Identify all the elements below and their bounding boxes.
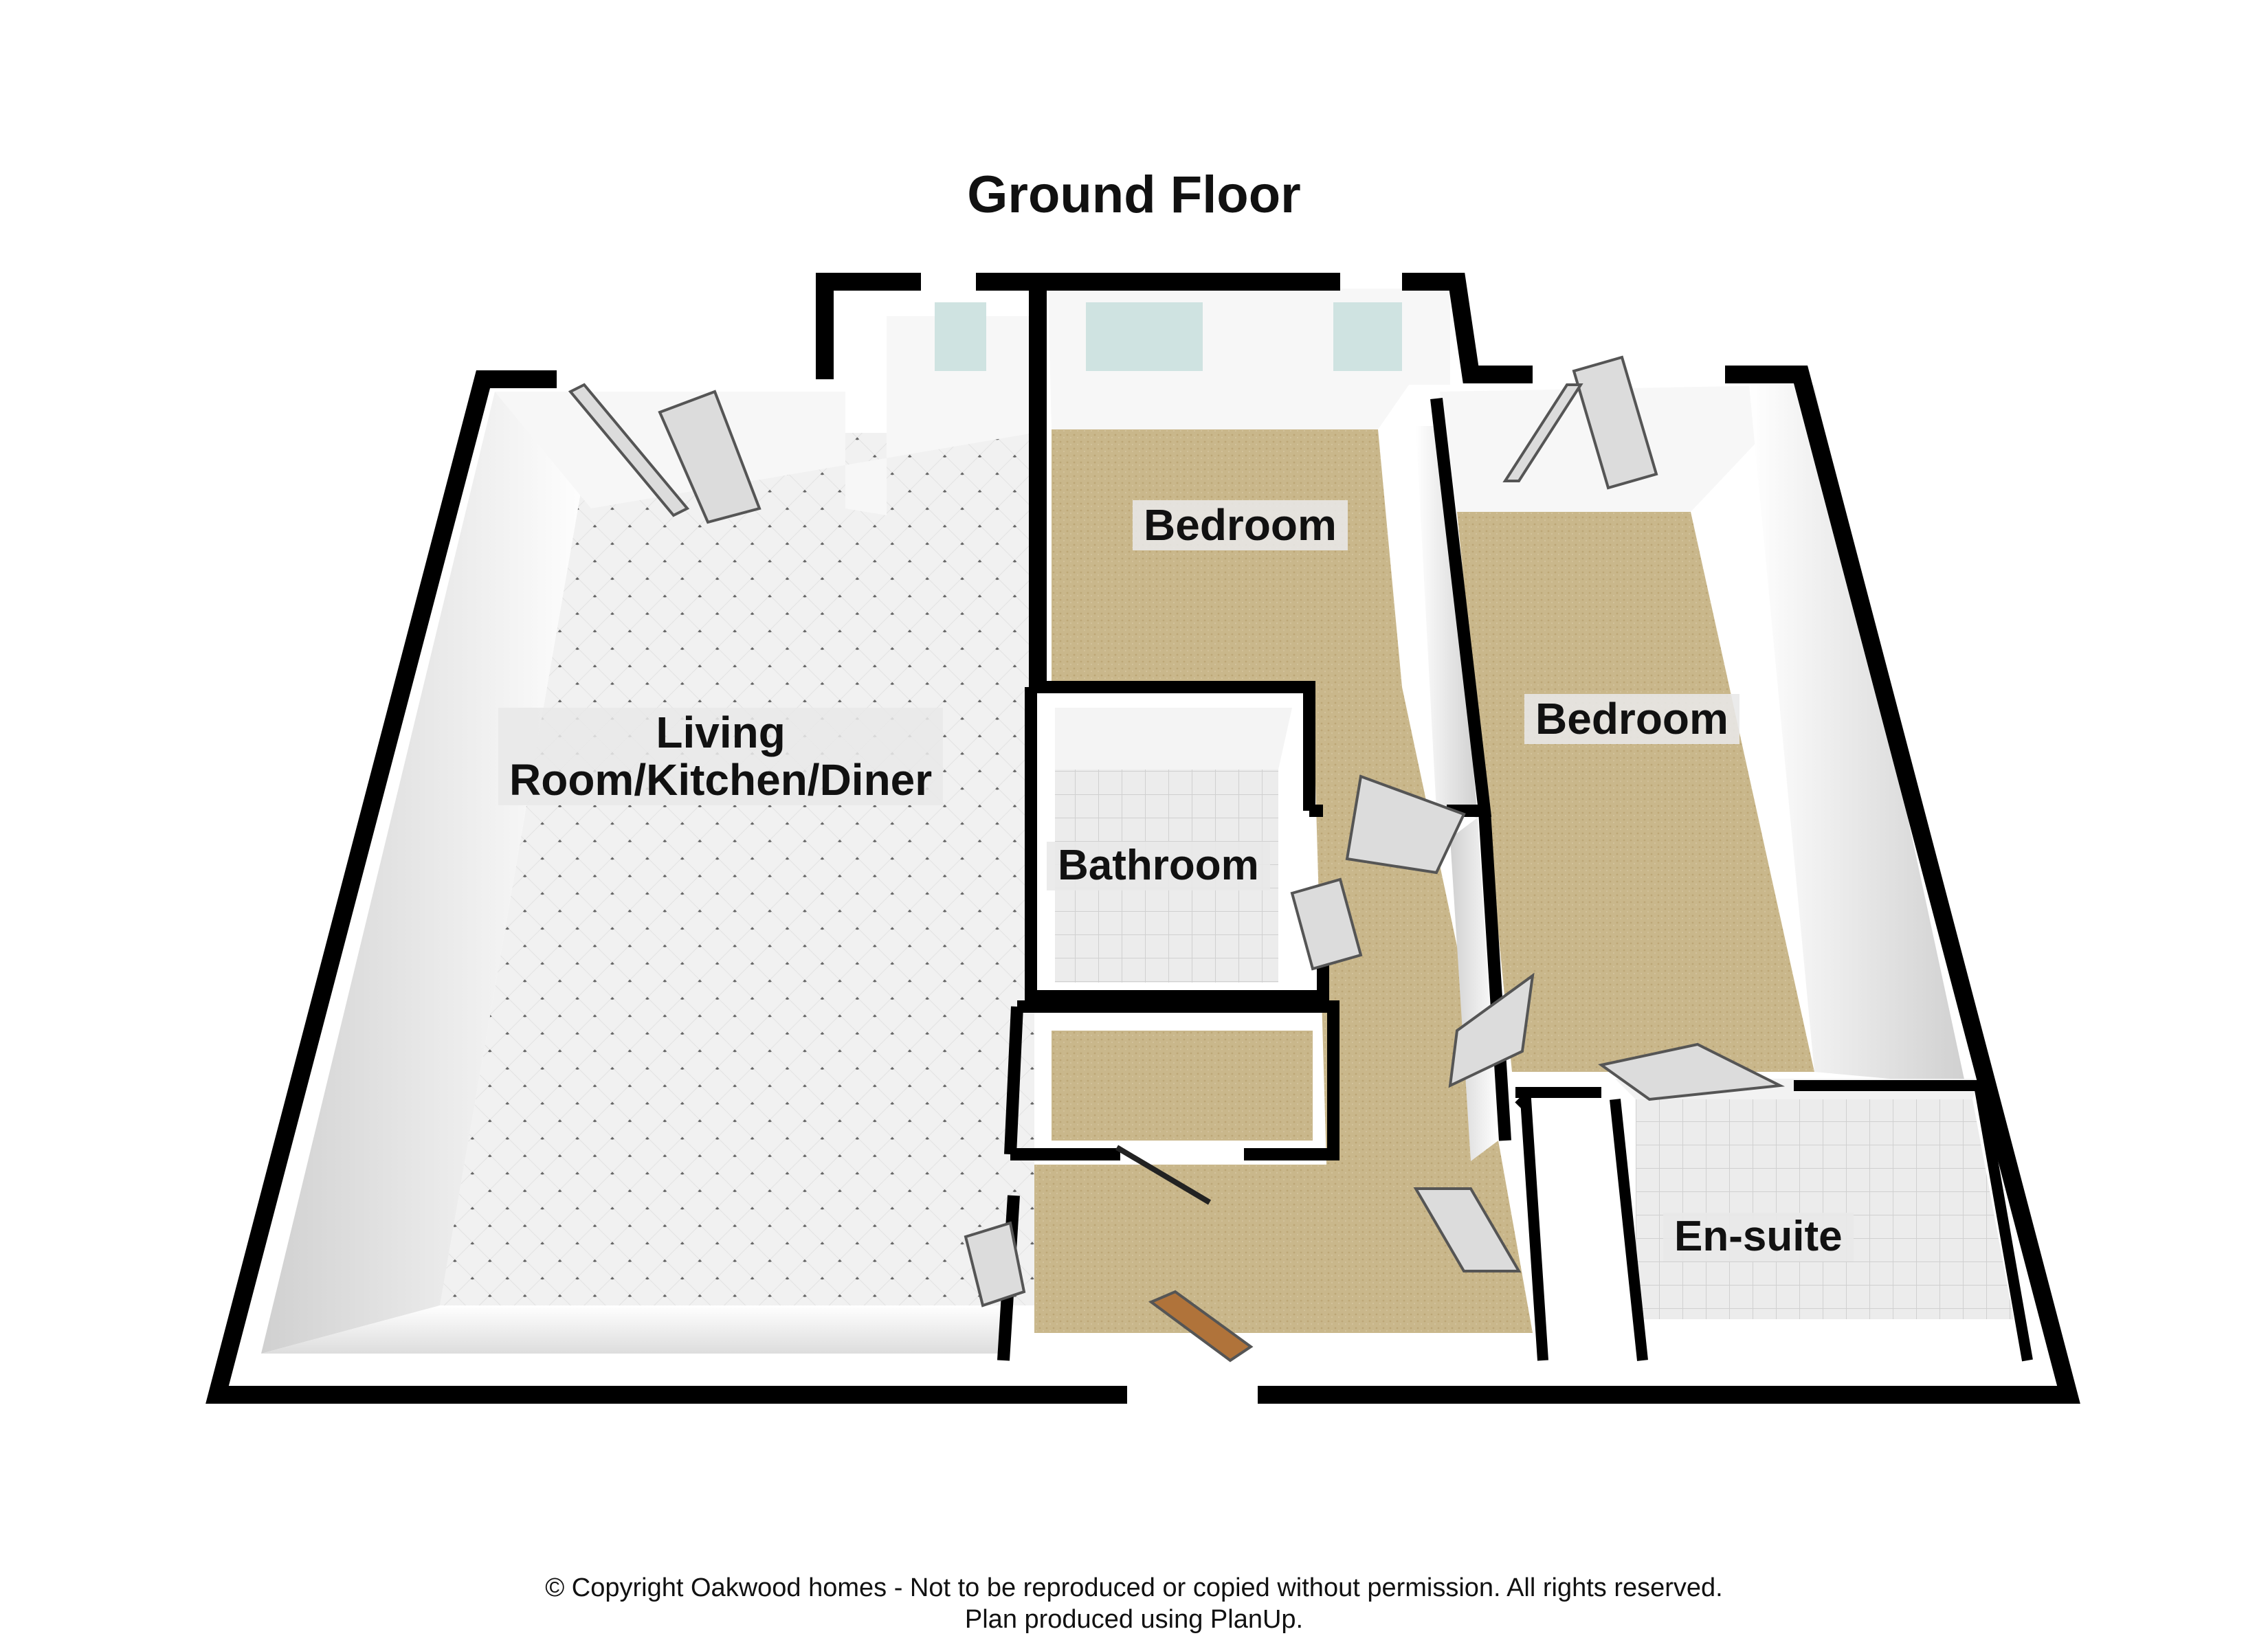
living-door (964, 1221, 1026, 1308)
cupboard-door (1115, 1145, 1212, 1205)
hall-door (1413, 1187, 1522, 1272)
bedroom-2-right-wall-face (1749, 385, 1966, 1086)
bathroom-wall-face (1055, 708, 1292, 770)
hall-wall-face (1450, 818, 1498, 1161)
living-front-wall-face (261, 1305, 1003, 1354)
window (1333, 302, 1402, 371)
front-door (1148, 1290, 1254, 1362)
bedroom-2-floor (1457, 512, 1814, 1072)
copyright-notice: © Copyright Oakwood homes - Not to be re… (545, 1573, 1723, 1602)
footer: © Copyright Oakwood homes - Not to be re… (0, 1572, 2268, 1636)
window (1086, 302, 1203, 371)
bathroom-door (1290, 877, 1363, 971)
bedroom-2-label: Bedroom (1524, 694, 1739, 745)
bathroom-label: Bathroom (1047, 842, 1270, 890)
patio-door (1572, 355, 1658, 490)
plan-credit: Plan produced using PlanUp. (964, 1605, 1304, 1635)
bedroom-door (1448, 972, 1535, 1088)
storage-floor (1052, 1031, 1313, 1141)
patio-door (658, 390, 761, 524)
living-back-wall-face (495, 316, 1034, 515)
doors (568, 355, 1786, 1362)
patio-door (568, 383, 690, 517)
window (935, 302, 986, 371)
floor-title: Ground Floor (967, 166, 1301, 224)
living-room-label-line2: Room/Kitchen/Diner (509, 755, 933, 805)
living-room-floor (440, 433, 1034, 1305)
ensuite-door (1598, 1042, 1786, 1101)
living-left-wall-face (261, 392, 591, 1354)
ensuite-floor (1636, 1099, 2014, 1319)
living-room-label-line1: Living (656, 708, 786, 757)
ensuite-label: En-suite (1663, 1213, 1854, 1261)
bathroom-door (1345, 774, 1466, 875)
patio-door (1502, 383, 1583, 482)
bedroom-1-right-wall-face (1416, 426, 1478, 818)
living-room-label: Living Room/Kitchen/Diner (498, 708, 944, 806)
bedroom-1-floor (1052, 429, 1402, 687)
bedroom-1-label: Bedroom (1133, 500, 1348, 551)
